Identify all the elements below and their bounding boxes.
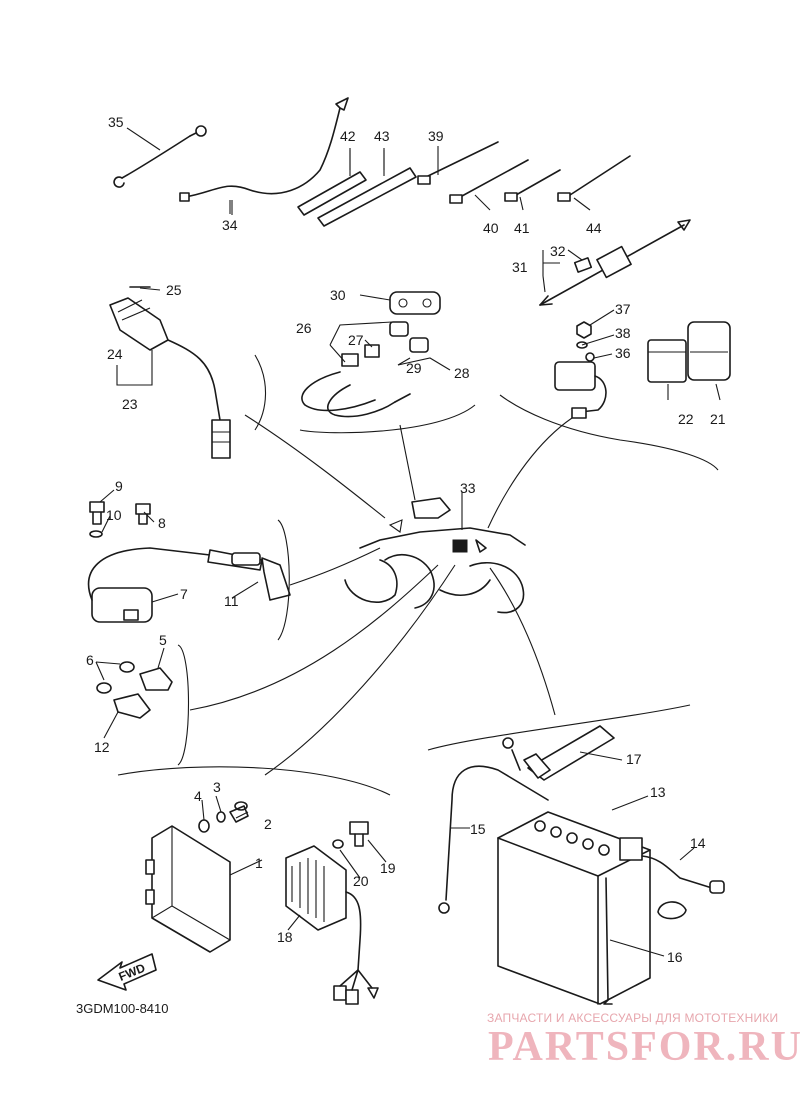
part-42-43-insulation-sleeves [297, 148, 417, 227]
callout-21: 21 [710, 411, 726, 427]
callout-8: 8 [158, 515, 166, 531]
callout-3: 3 [213, 779, 221, 795]
callout-16: 16 [667, 949, 683, 965]
callout-28: 28 [454, 365, 470, 381]
callout-14: 14 [690, 835, 706, 851]
callout-23: 23 [122, 396, 138, 412]
watermark-line2: PARTSFOR.RU [488, 1024, 800, 1070]
callout-39: 39 [428, 128, 444, 144]
callout-38: 38 [615, 325, 631, 341]
callout-17: 17 [626, 751, 642, 767]
callout-19: 19 [380, 860, 396, 876]
callout-2: 2 [264, 816, 272, 832]
callout-numbers: 1 2 3 4 5 6 7 8 9 10 11 12 13 14 15 16 1… [86, 114, 726, 965]
callout-29: 29 [406, 360, 422, 376]
watermark: ЗАПЧАСТИ И АКСЕССУАРЫ ДЛЯ МОТОТЕХНИКИ PA… [487, 1011, 800, 1070]
callout-10: 10 [106, 507, 122, 523]
callout-37: 37 [615, 301, 631, 317]
diagram-code: 3GDM100-8410 [76, 1001, 169, 1016]
callout-26: 26 [296, 320, 312, 336]
callout-4: 4 [194, 788, 202, 804]
callout-6: 6 [86, 652, 94, 668]
callout-42: 42 [340, 128, 356, 144]
part-26-30-relay-set [301, 291, 441, 418]
callout-34: 34 [222, 217, 238, 233]
part-21-22-relays [647, 321, 731, 383]
callout-27: 27 [348, 332, 364, 348]
watermark-line1: ЗАПЧАСТИ И АКСЕССУАРЫ ДЛЯ МОТОТЕХНИКИ [487, 1011, 778, 1025]
callout-31: 31 [512, 259, 528, 275]
callout-44: 44 [586, 220, 602, 236]
part-16-battery-breather [603, 877, 613, 1005]
part-8-9-10-bolts [89, 501, 151, 538]
callout-7: 7 [180, 586, 188, 602]
callout-43: 43 [374, 128, 390, 144]
part-13-battery [497, 811, 651, 1005]
part-36-starter-relay [554, 321, 607, 419]
callout-11: 11 [224, 593, 239, 609]
part-34-lead-wire [179, 97, 349, 214]
part-14-positive-lead [641, 855, 725, 920]
callout-9: 9 [115, 478, 123, 494]
callout-32: 32 [550, 243, 566, 259]
callout-12: 12 [94, 739, 110, 755]
part-18-rectifier-regulator [285, 845, 379, 1005]
part-31-32-fuse-holder [539, 219, 691, 306]
callout-5: 5 [159, 632, 167, 648]
callout-1: 1 [255, 855, 263, 871]
part-24-25-sensor [109, 286, 231, 459]
callout-18: 18 [277, 929, 293, 945]
callout-13: 13 [650, 784, 666, 800]
part-39-40-41-44-cable-ties [417, 141, 631, 204]
part-1-cdi-unit [145, 825, 231, 953]
callout-35: 35 [108, 114, 124, 130]
part-7-ignition-coil [87, 547, 291, 623]
part-2-3-4-fasteners [198, 801, 249, 833]
callout-30: 30 [330, 287, 346, 303]
part-5-6-12-switches [96, 661, 173, 719]
callout-36: 36 [615, 345, 631, 361]
part-15-negative-lead [438, 737, 549, 914]
part-19-20-bolt-washer [332, 821, 369, 849]
callout-25: 25 [166, 282, 182, 298]
group-brackets [117, 354, 719, 796]
part-35-ground-lead [113, 125, 207, 188]
callout-15: 15 [470, 821, 486, 837]
callout-22: 22 [678, 411, 694, 427]
motorcycle-outline [344, 497, 526, 614]
callout-41: 41 [514, 220, 530, 236]
fwd-arrow-icon: FWD [97, 953, 157, 991]
callout-leaders [95, 127, 721, 957]
callout-20: 20 [353, 873, 369, 889]
callout-24: 24 [107, 346, 123, 362]
part-17-battery-band [523, 725, 615, 781]
pointer-lines [189, 414, 573, 776]
callout-33: 33 [460, 480, 476, 496]
callout-40: 40 [483, 220, 499, 236]
